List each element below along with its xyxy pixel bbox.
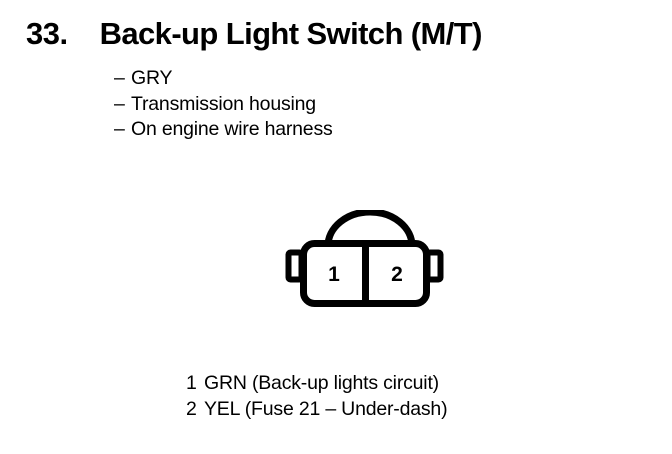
pin-legend: 1 GRN (Back-up lights circuit) 2 YEL (Fuse…: [186, 371, 646, 422]
left-locking-tab-icon: [285, 249, 305, 283]
legend-row: 2 YEL (Fuse 21 – Under-dash): [186, 397, 646, 423]
spec-item-label: Transmission housing: [131, 92, 316, 115]
spec-item-wire-color: –GRY: [114, 66, 614, 92]
cavity-number-1: 1: [328, 263, 340, 286]
spec-item-location: –Transmission housing: [114, 92, 614, 118]
connector-diagram: 1 2: [280, 210, 450, 315]
page-title: 33. Back-up Light Switch (M/T): [26, 14, 656, 54]
spec-item-label: On engine wire harness: [131, 118, 333, 140]
item-number: 33.: [26, 16, 68, 51]
legend-pin-number: 1: [186, 372, 197, 394]
dash-bullet-icon: –: [114, 118, 125, 140]
spec-item-label: GRY: [131, 67, 173, 89]
legend-pin-description: GRN (Back-up lights circuit): [204, 372, 439, 394]
cavity-number-2: 2: [391, 263, 403, 286]
spec-list: –GRY –Transmission housing –On engine wi…: [114, 66, 614, 143]
connector-arch-icon: [324, 210, 416, 247]
legend-pin-description: YEL (Fuse 21 – Under-dash): [204, 397, 448, 420]
dash-bullet-icon: –: [114, 92, 125, 115]
legend-pin-number: 2: [186, 397, 197, 420]
dash-bullet-icon: –: [114, 67, 125, 89]
spec-item-harness: –On engine wire harness: [114, 117, 614, 143]
legend-row: 1 GRN (Back-up lights circuit): [186, 371, 646, 397]
item-title: Back-up Light Switch (M/T): [99, 16, 483, 51]
